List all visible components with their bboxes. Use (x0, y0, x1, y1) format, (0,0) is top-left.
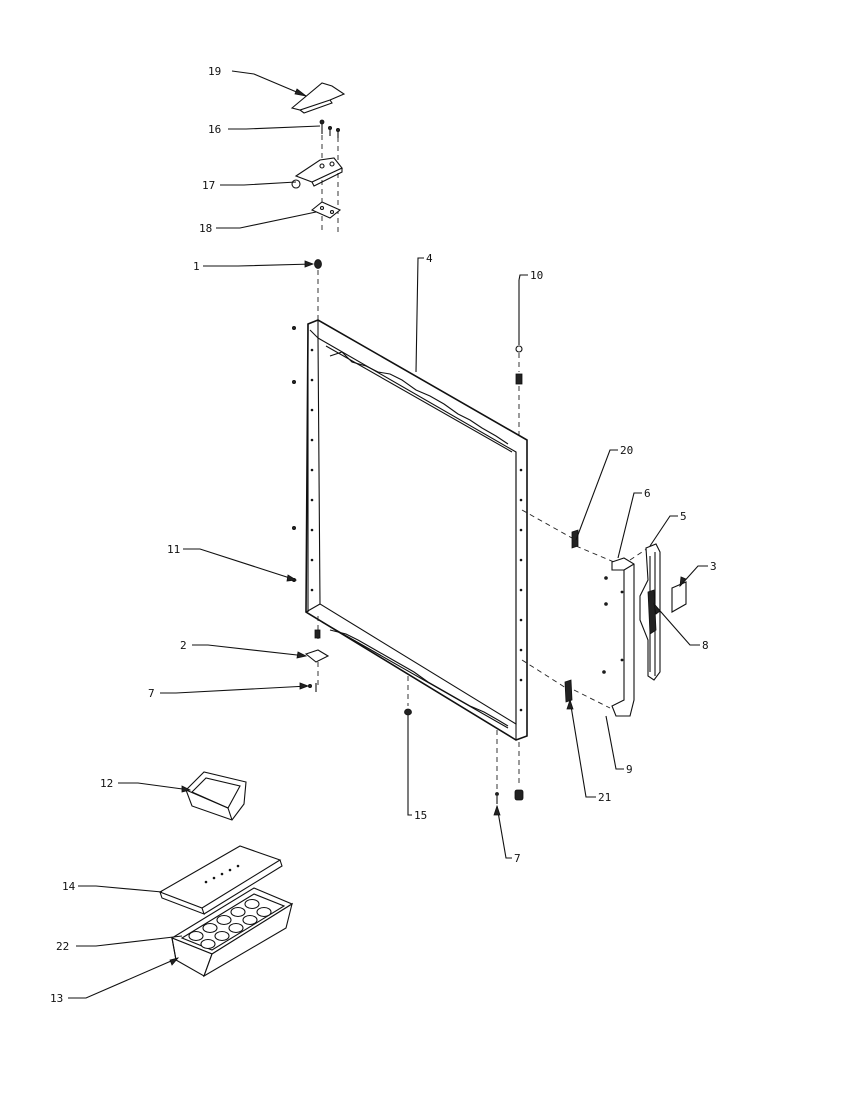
callout-11: 11 (167, 543, 180, 556)
callout-10: 10 (530, 269, 543, 282)
callout-7-right: 7 (514, 852, 521, 865)
lid-part-14 (158, 845, 283, 915)
handle-insert-part-8 (647, 589, 657, 635)
callout-1: 1 (193, 260, 200, 273)
callout-14: 14 (62, 880, 76, 893)
callout-6: 6 (644, 487, 651, 500)
callout-9: 9 (626, 763, 633, 776)
callout-21: 21 (598, 791, 611, 804)
callout-3: 3 (710, 560, 717, 573)
callout-19: 19 (208, 65, 221, 78)
bottom-hinge-part-2 (304, 616, 330, 686)
leader-arrowheads (169, 88, 687, 966)
handle-bracket-part-6 (602, 557, 635, 717)
door-stop-part-21 (564, 679, 573, 703)
door-stop-part-20 (571, 529, 579, 549)
screw-part-7-left (307, 683, 317, 692)
pin-part-7-right (495, 730, 524, 804)
tray-part-12 (185, 771, 247, 821)
screws-part-11 (291, 325, 296, 583)
callout-22: 22 (56, 940, 69, 953)
handle-cap-part-3 (671, 581, 687, 613)
callout-17: 17 (202, 179, 215, 192)
hinge-shim-part-18 (310, 201, 342, 219)
handle-leader-dashes (521, 509, 649, 709)
callout-12: 12 (100, 777, 113, 790)
leader-lines (68, 70, 708, 999)
hinge-cover-part-19 (290, 82, 346, 114)
hinge-pin-part-10 (515, 280, 523, 438)
callout-13: 13 (50, 992, 63, 1005)
callout-16: 16 (208, 123, 221, 136)
callout-4: 4 (426, 252, 433, 265)
callout-7-left: 7 (148, 687, 155, 700)
plug-part-15 (404, 676, 412, 724)
callout-2: 2 (180, 639, 187, 652)
hinge-screws-part-16 (319, 119, 340, 232)
callout-5: 5 (680, 510, 687, 523)
callout-8: 8 (702, 639, 709, 652)
callout-15: 15 (414, 809, 427, 822)
screw-part-1 (314, 259, 322, 320)
top-hinge-part-17 (291, 157, 343, 189)
ice-tray-part-22 (180, 893, 286, 951)
callout-20: 20 (620, 444, 633, 457)
callout-18: 18 (199, 222, 212, 235)
door-frame-part-4 (305, 319, 528, 741)
callout-labels: 19 16 17 18 1 4 10 11 2 7 12 20 6 5 3 8 … (50, 65, 717, 1005)
